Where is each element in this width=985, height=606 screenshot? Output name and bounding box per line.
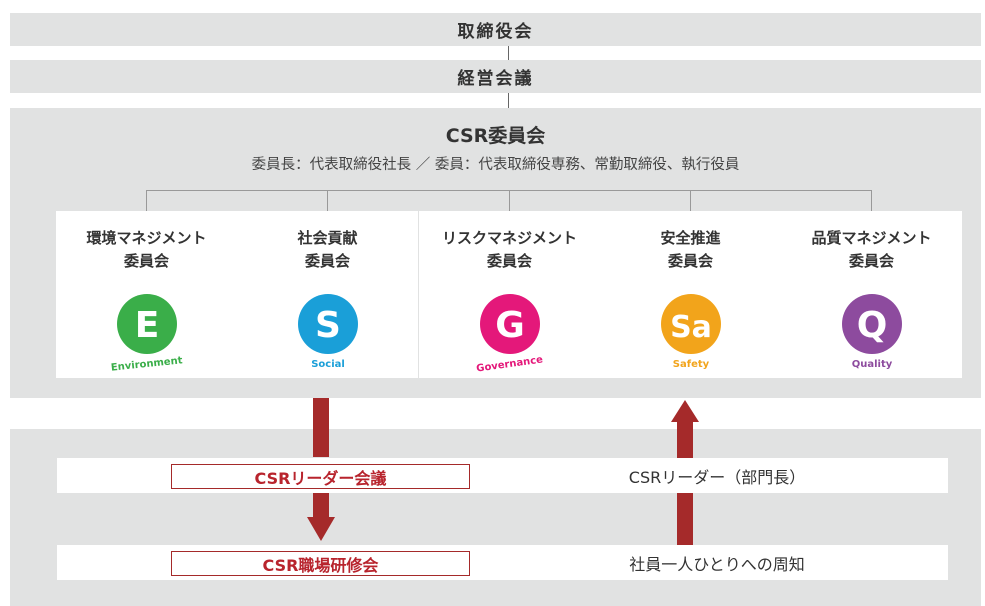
svg-text:Sa: Sa: [670, 310, 712, 345]
branch-drop: [146, 190, 147, 211]
svg-text:Quality: Quality: [852, 359, 893, 370]
management-label: 経営会議: [457, 69, 534, 89]
svg-text:S: S: [315, 305, 341, 346]
branch-drop: [327, 190, 328, 211]
leader-meeting-title: CSRリーダー会議: [171, 464, 470, 489]
committee-name: 社会貢献 委員会: [297, 229, 358, 270]
csr-committee-members: 委員長：代表取締役社長 ／ 委員：代表取締役専務、常勤取締役、執行役員: [251, 157, 740, 173]
branch-drop: [690, 190, 691, 211]
social-logo-icon: S Social: [298, 294, 358, 370]
connector-line: [508, 93, 509, 108]
committee-risk: リスクマネジメント 委員会 G Governance: [419, 211, 600, 378]
svg-text:E: E: [135, 305, 160, 346]
board-box: 取締役会: [10, 13, 981, 46]
safety-logo-icon: Sa Safety: [661, 294, 721, 370]
committee-quality: 品質マネジメント 委員会 Q Quality: [781, 211, 962, 378]
committee-name: 環境マネジメント 委員会: [86, 229, 207, 270]
svg-text:Environment: Environment: [110, 355, 183, 373]
governance-logo-icon: G Governance: [476, 294, 544, 375]
svg-text:G: G: [495, 305, 525, 346]
committee-social: 社会貢献 委員会 S Social: [237, 211, 418, 378]
committee-name: 品質マネジメント 委員会: [811, 229, 932, 270]
svg-text:Q: Q: [857, 305, 888, 346]
csr-committee-title: CSR委員会: [445, 125, 546, 147]
workplace-training-desc: 社員一人ひとりへの周知: [629, 554, 805, 574]
branch-drop: [509, 190, 510, 211]
leader-meeting-desc: CSRリーダー（部門長）: [628, 467, 806, 487]
committee-safety: 安全推進 委員会 Sa Safety: [600, 211, 781, 378]
leader-meeting-row: CSRリーダー会議 CSRリーダー（部門長）: [57, 458, 948, 493]
committee-name: リスクマネジメント 委員会: [441, 229, 577, 270]
committee-name: 安全推進 委員会: [660, 229, 721, 270]
environment-logo-icon: E Environment: [110, 294, 183, 374]
connector-line: [508, 46, 509, 60]
board-label: 取締役会: [457, 22, 534, 42]
workplace-training-title: CSR職場研修会: [171, 551, 470, 576]
committee-branch-line: [146, 190, 871, 191]
down-arrow-shaft: [313, 398, 329, 457]
management-box: 経営会議: [10, 60, 981, 93]
committee-environment: 環境マネジメント 委員会 E Environment: [56, 211, 237, 378]
svg-text:Social: Social: [311, 359, 345, 370]
svg-text:Safety: Safety: [673, 359, 710, 370]
quality-logo-icon: Q Quality: [842, 294, 902, 370]
workplace-training-row: CSR職場研修会 社員一人ひとりへの周知: [57, 545, 948, 580]
branch-drop: [871, 190, 872, 211]
down-arrow-icon: [307, 493, 335, 541]
svg-text:Governance: Governance: [476, 354, 544, 374]
